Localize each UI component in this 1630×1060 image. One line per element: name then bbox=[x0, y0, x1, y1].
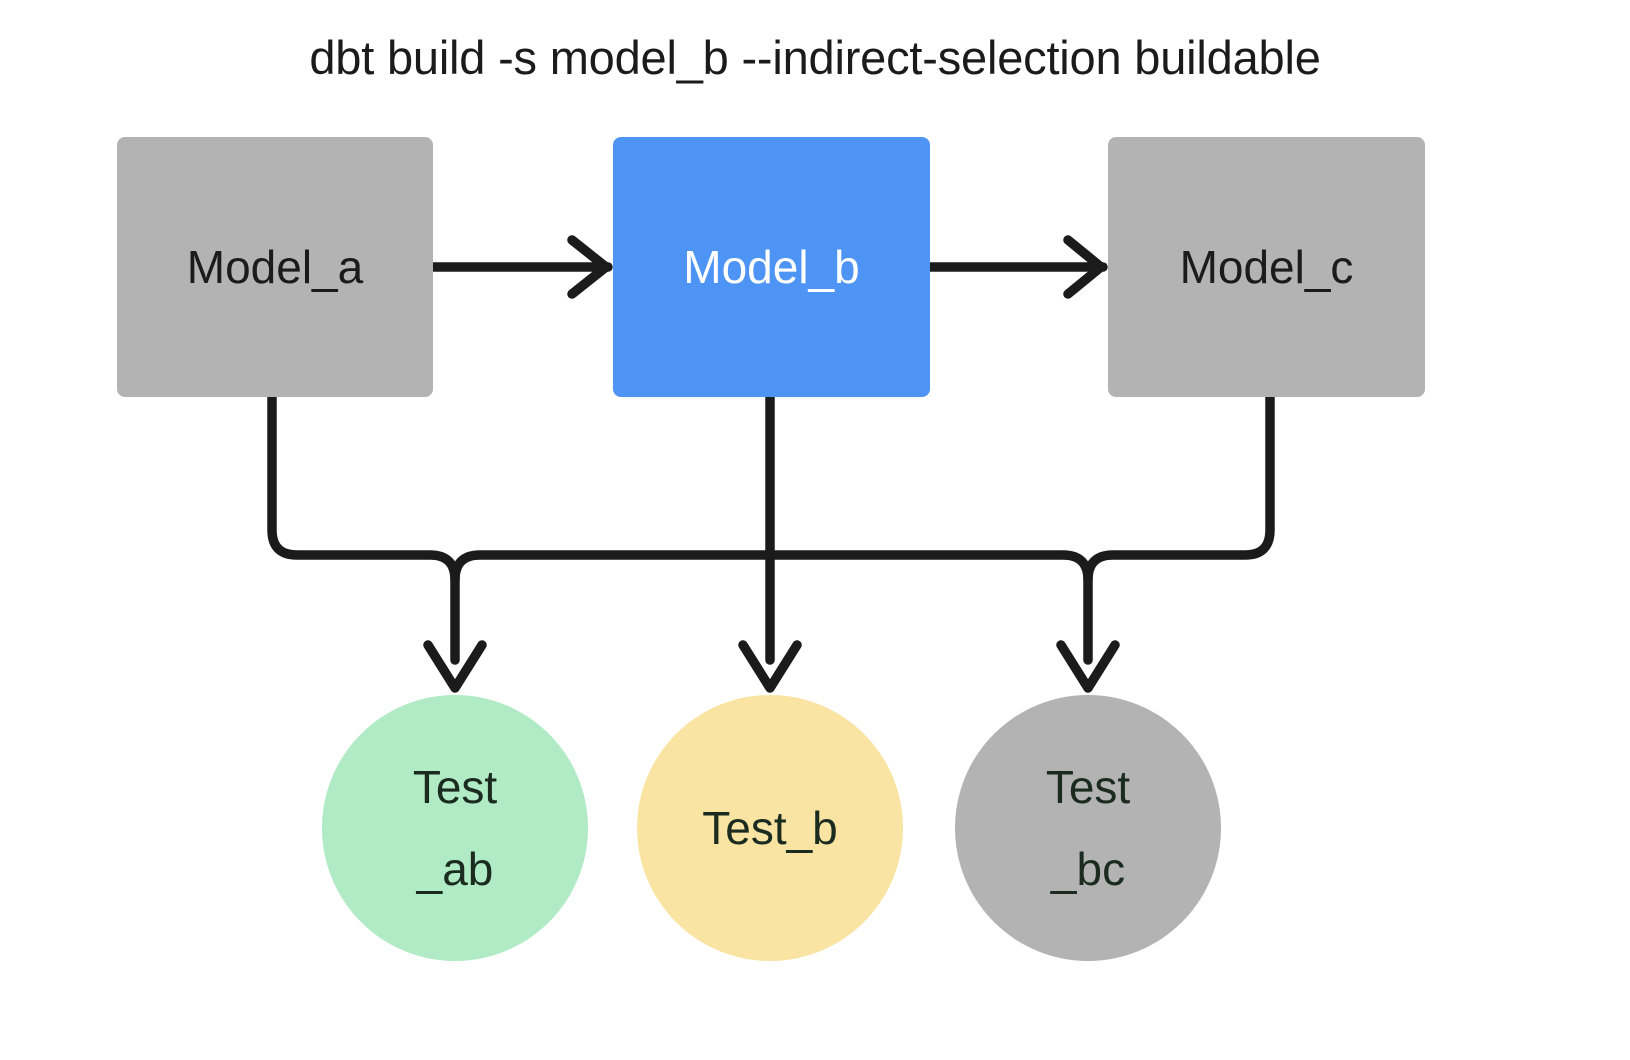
edge-model-b-to-model-c bbox=[925, 235, 1108, 299]
edge-model-a-to-test-ab bbox=[267, 392, 460, 665]
node-test-b[interactable]: Test_b bbox=[637, 695, 903, 961]
diagram-title: dbt build -s model_b --indirect-selectio… bbox=[309, 31, 1321, 84]
arrowhead-test-b bbox=[738, 640, 802, 693]
node-test-b-label-line1: Test_b bbox=[702, 802, 838, 854]
node-test-bc-label-line1: Test bbox=[1045, 761, 1131, 813]
node-test-ab[interactable]: Test _ab bbox=[322, 695, 588, 961]
node-test-ab-label-line1: Test bbox=[412, 761, 498, 813]
node-test-bc-label-line2: _bc bbox=[1050, 843, 1126, 895]
node-model-b-label: Model_b bbox=[683, 241, 860, 293]
edge-model-a-to-model-b bbox=[428, 235, 613, 299]
node-model-a-label: Model_a bbox=[186, 241, 364, 293]
arrowhead-test-ab bbox=[423, 640, 487, 693]
arrowhead-test-bc bbox=[1056, 640, 1120, 693]
edge-model-c-to-test-bc bbox=[1083, 392, 1275, 585]
node-test-ab-label-line2: _ab bbox=[416, 843, 494, 895]
node-test-bc[interactable]: Test _bc bbox=[955, 695, 1221, 961]
node-model-c-label: Model_c bbox=[1179, 241, 1354, 293]
edge-model-b-to-test-bc bbox=[765, 550, 1093, 665]
node-model-a[interactable]: Model_a bbox=[117, 137, 433, 397]
node-model-b[interactable]: Model_b bbox=[613, 137, 930, 397]
edge-model-b-to-test-ab bbox=[450, 550, 775, 585]
node-model-c[interactable]: Model_c bbox=[1108, 137, 1425, 397]
